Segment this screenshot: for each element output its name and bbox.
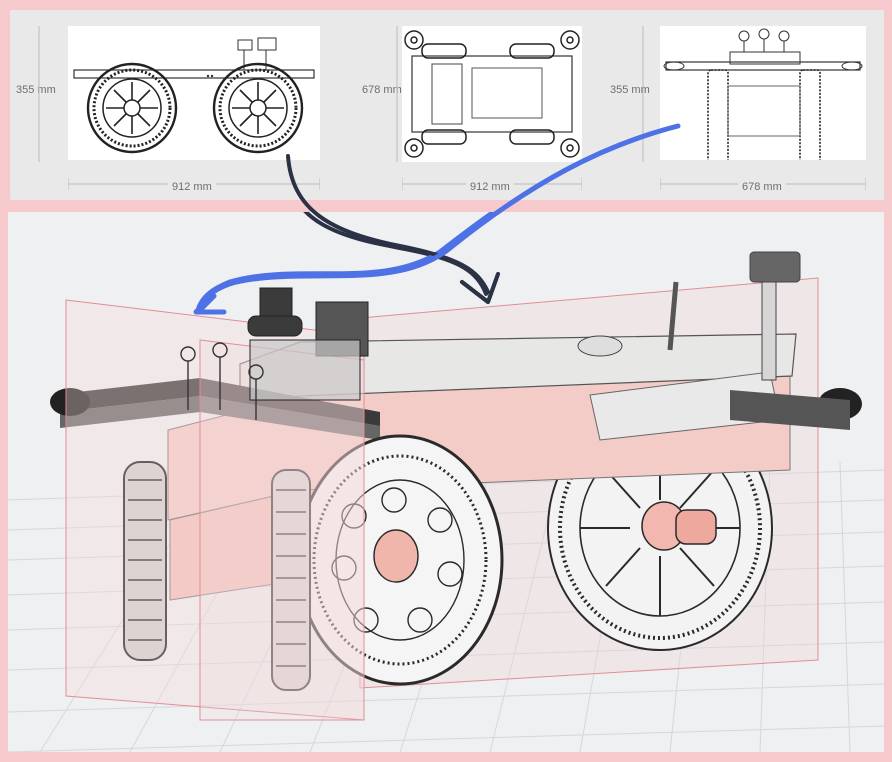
dark-curved-arrow-overlay [286,154,490,294]
front-bumper-bar [50,378,862,440]
side-view-height-line [38,26,40,162]
front-view-width-label: 678 mm [738,181,786,193]
top-view-width-label: 912 mm [466,181,514,193]
front-left-wheel [123,461,167,661]
front-view-height-label: 355 mm [610,84,650,96]
side-view-width-label: 912 mm [168,181,216,193]
top-view-height-line [396,26,398,162]
side-view-drawing [68,26,320,160]
sensor-mast [180,287,369,420]
blue-arrow-head-overlay [195,293,227,315]
front-view-height-line [642,26,644,162]
top-view-height-label: 678 mm [362,84,402,96]
front-right-wheel [271,434,504,691]
blue-curved-arrow-overlay [197,123,681,311]
side-view-height-label: 355 mm [16,84,56,96]
dark-arrow-head-overlay [460,272,500,304]
isometric-render-panel [8,212,884,752]
top-view-drawing [402,26,582,162]
orthographic-views-strip: 355 mm [10,10,884,200]
front-view-drawing [660,26,866,160]
rear-post [577,251,801,381]
